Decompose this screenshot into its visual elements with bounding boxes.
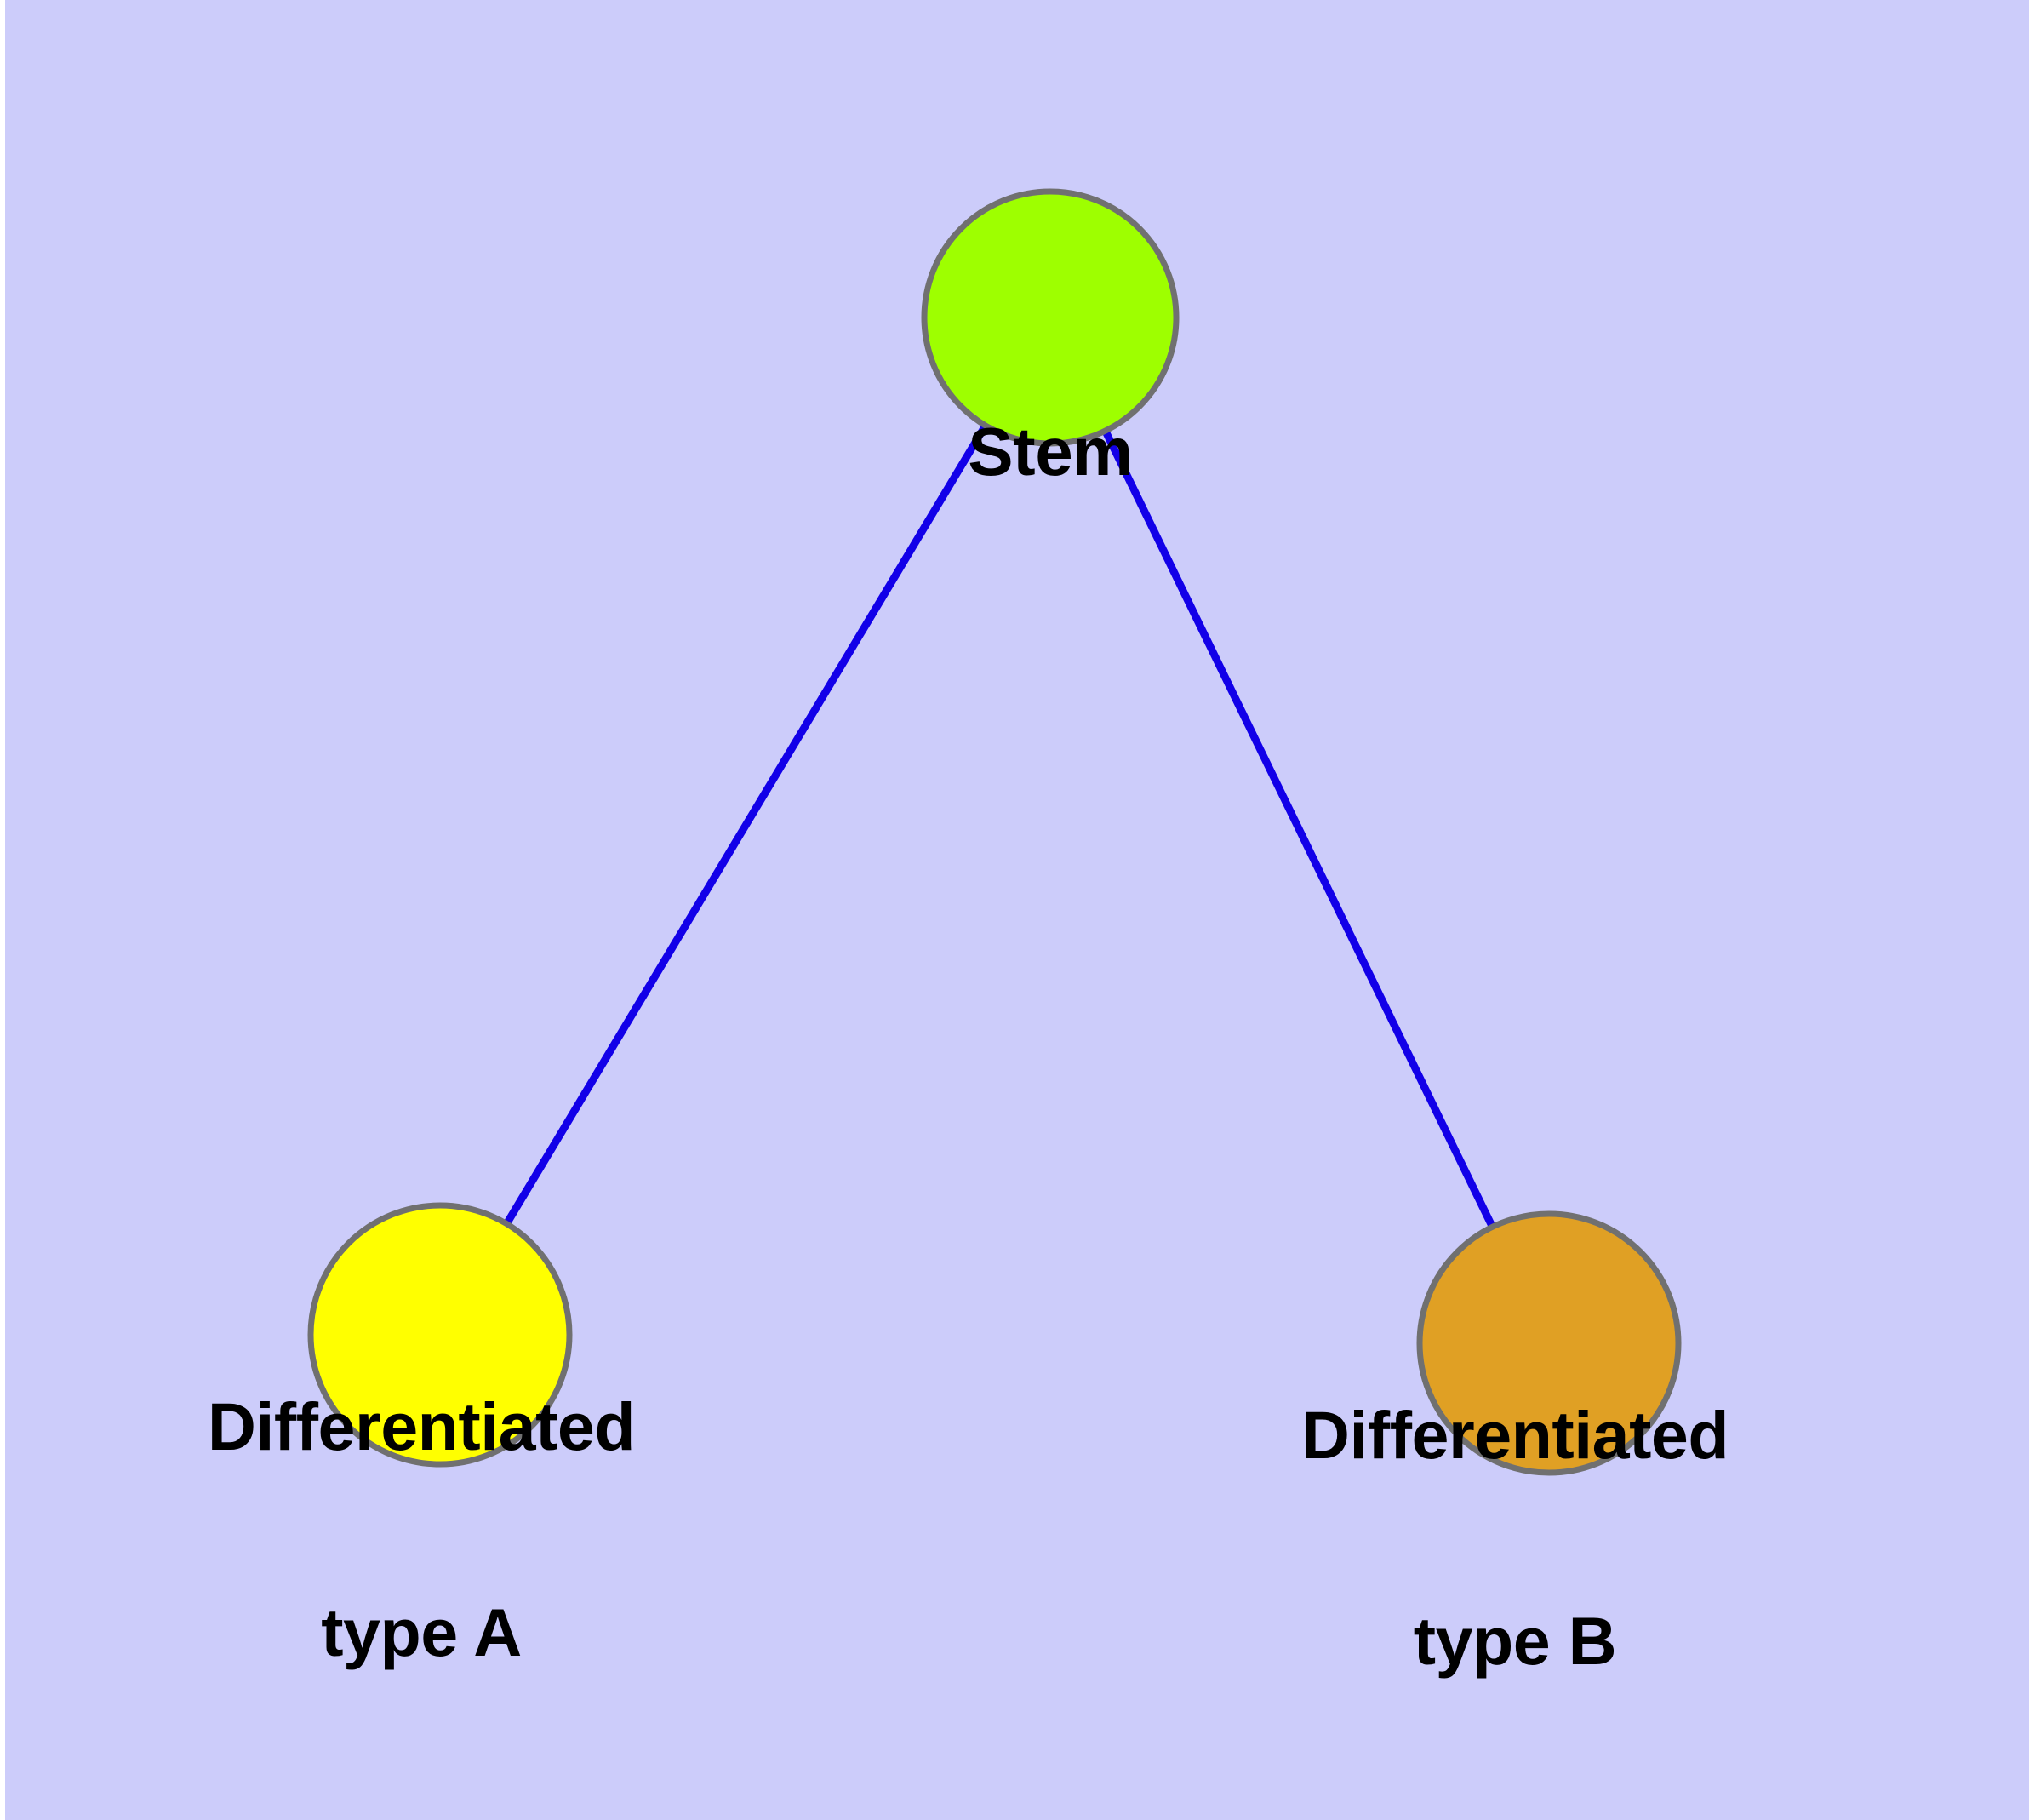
node-differentiated-type-a[interactable] <box>307 1202 573 1468</box>
edge-stem-to-differentiated-a[interactable] <box>503 423 989 1226</box>
node-differentiated-type-b[interactable] <box>1416 1210 1682 1476</box>
node-layer <box>307 188 1682 1476</box>
edge-layer <box>503 423 1496 1229</box>
node-stem[interactable] <box>921 188 1180 447</box>
edge-stem-to-differentiated-b[interactable] <box>1101 429 1496 1229</box>
